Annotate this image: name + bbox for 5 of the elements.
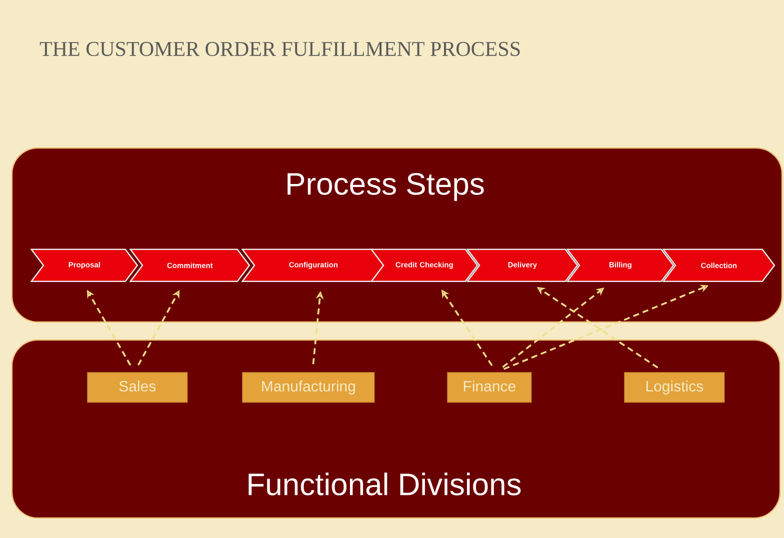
division-box: Sales <box>87 372 188 403</box>
title: THE CUSTOMER ORDER FULFILLMENT PROCESS <box>40 42 520 56</box>
division-box: Logistics <box>624 372 725 403</box>
division-box: Manufacturing <box>242 372 375 403</box>
division-box: Finance <box>447 372 532 403</box>
